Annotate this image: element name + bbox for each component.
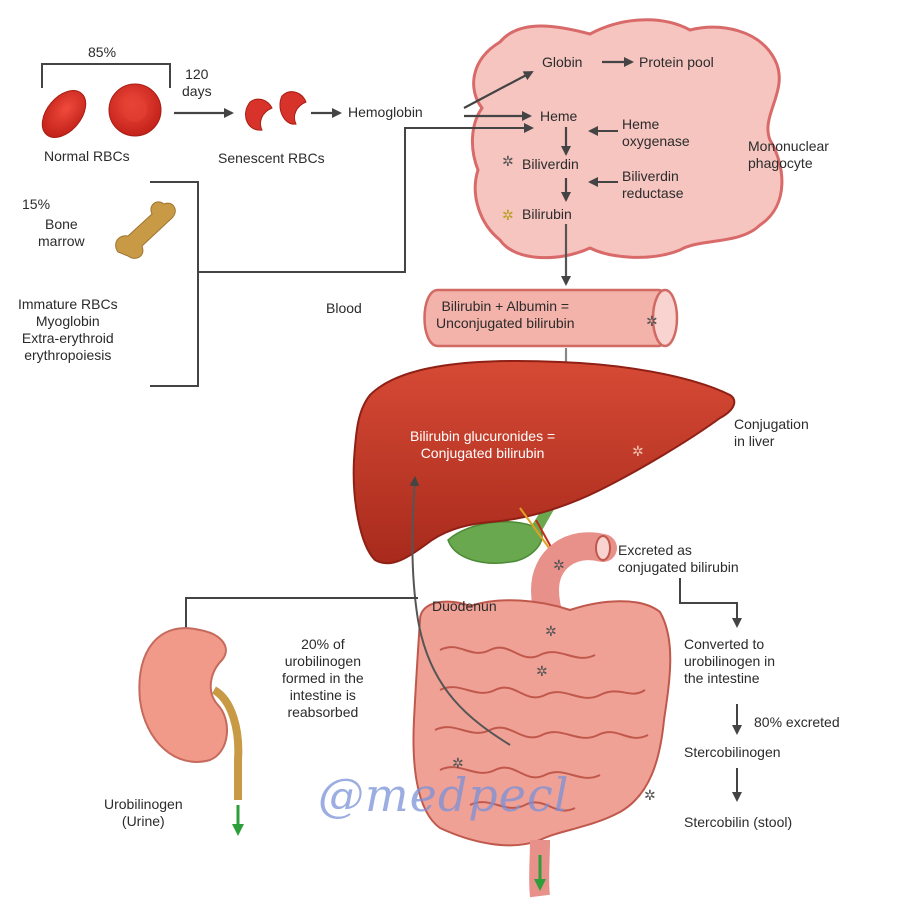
label-heme-oxygenase: Heme oxygenase xyxy=(622,116,690,150)
svg-text:✲: ✲ xyxy=(646,314,658,330)
label-urobilinogen-urine: Urobilinogen (Urine) xyxy=(104,796,183,830)
label-bilirubin: Bilirubin xyxy=(522,206,572,223)
label-senescent-rbcs: Senescent RBCs xyxy=(218,150,325,167)
label-other-sources: Immature RBCs Myoglobin Extra-erythroid … xyxy=(18,296,118,364)
label-bilirubin-albumin: Bilirubin + Albumin = Unconjugated bilir… xyxy=(436,298,575,332)
label-heme: Heme xyxy=(540,108,577,125)
label-mononuclear-phagocyte: Mononuclear phagocyte xyxy=(748,138,829,172)
label-protein-pool: Protein pool xyxy=(639,54,714,71)
bone-icon xyxy=(116,202,176,258)
bracket-85 xyxy=(42,64,170,88)
label-reabsorbed: 20% of urobilinogen formed in the intest… xyxy=(282,636,364,721)
kidney-icon xyxy=(139,628,238,800)
normal-rbc-icon xyxy=(34,82,161,145)
svg-text:✲: ✲ xyxy=(502,208,514,224)
label-hemoglobin: Hemoglobin xyxy=(348,104,423,121)
label-conjugated-bilirubin: Bilirubin glucuronides = Conjugated bili… xyxy=(410,428,555,462)
label-biliverdin: Biliverdin xyxy=(522,156,579,173)
svg-text:✲: ✲ xyxy=(644,788,656,804)
svg-text:✲: ✲ xyxy=(502,154,514,170)
label-excreted-conjugated: Excreted as conjugated bilirubin xyxy=(618,542,739,576)
svg-text:✲: ✲ xyxy=(553,558,565,574)
label-converted: Converted to urobilinogen in the intesti… xyxy=(684,636,775,687)
label-blood: Blood xyxy=(326,300,362,317)
label-bone-marrow: Bone marrow xyxy=(38,216,85,250)
label-15-percent: 15% xyxy=(22,196,50,213)
label-normal-rbcs: Normal RBCs xyxy=(44,148,130,165)
label-85-percent: 85% xyxy=(88,44,116,61)
watermark: @medpecl xyxy=(318,768,569,822)
label-80-excreted: 80% excreted xyxy=(754,714,840,731)
svg-text:✲: ✲ xyxy=(545,624,557,640)
label-conjugation-in-liver: Conjugation in liver xyxy=(734,416,809,450)
label-stercobilinogen: Stercobilinogen xyxy=(684,744,781,761)
senescent-rbc-icon xyxy=(246,92,306,130)
svg-text:✲: ✲ xyxy=(632,444,644,460)
svg-text:✲: ✲ xyxy=(536,664,548,680)
label-duodenum: Duodenun xyxy=(432,598,497,615)
label-biliverdin-reductase: Biliverdin reductase xyxy=(622,168,683,202)
label-120-days: 120 days xyxy=(182,66,212,100)
label-globin: Globin xyxy=(542,54,582,71)
intestines xyxy=(413,600,670,896)
label-stercobilin: Stercobilin (stool) xyxy=(684,814,792,831)
